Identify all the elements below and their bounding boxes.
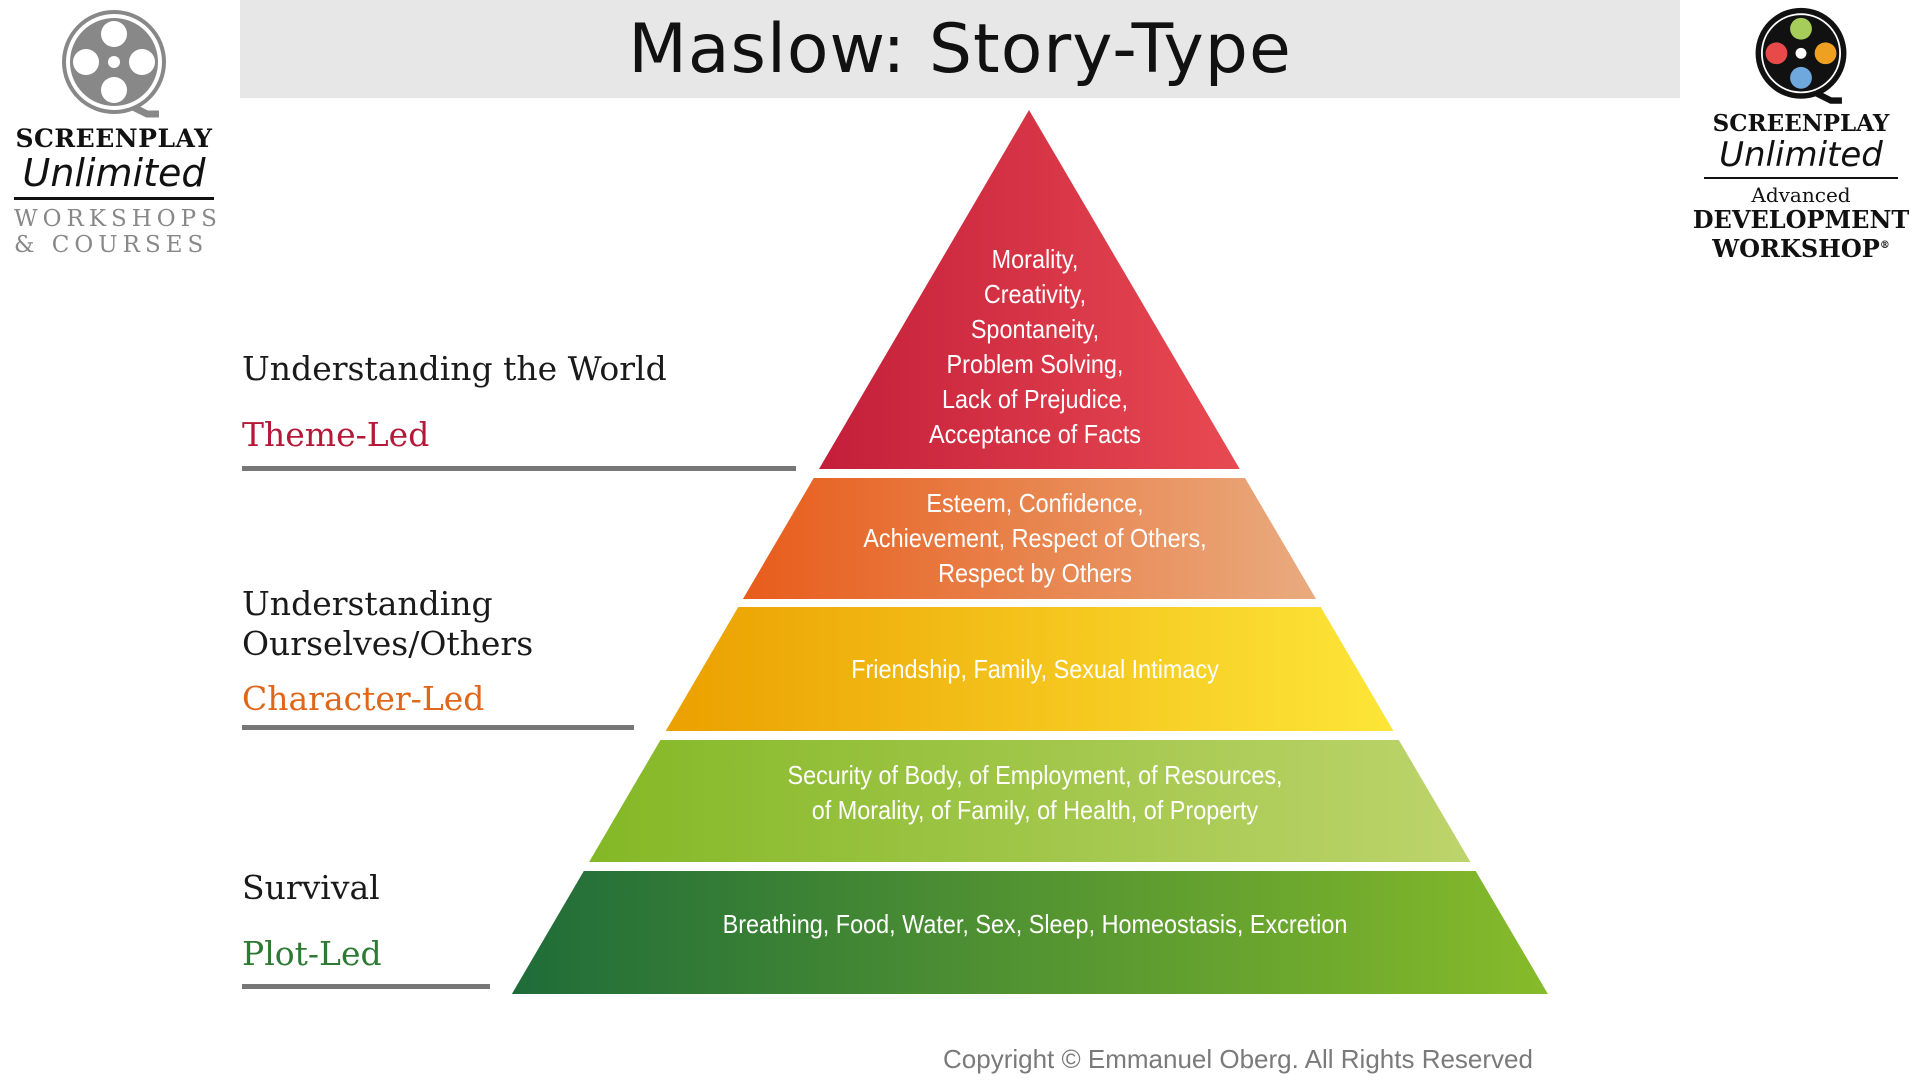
- pyramid-text-self-actualization: Problem Solving,: [946, 349, 1124, 379]
- logo-text: & COURSES: [14, 232, 209, 258]
- pyramid-text-self-actualization: Spontaneity,: [970, 314, 1100, 344]
- label-theme-led: Theme-Led: [242, 415, 430, 454]
- logo-text: Advanced: [1751, 183, 1851, 207]
- label-understanding-ourselves: Understanding: [242, 584, 493, 623]
- pyramid-text-esteem: Esteem, Confidence,: [926, 488, 1144, 518]
- screenplay-unlimited-logo-left: SCREENPLAY Unlimited WORKSHOPS & COURSES: [14, 10, 222, 258]
- pyramid-tier-safety: [589, 740, 1471, 862]
- pyramid-text-self-actualization: Acceptance of Facts: [928, 419, 1142, 449]
- film-reel-icon: [62, 10, 166, 118]
- logo-text: WORKSHOP: [1712, 234, 1880, 263]
- label-understanding-ourselves-2: Ourselves/Others: [242, 624, 534, 663]
- pyramid-text-esteem: Achievement, Respect of Others,: [863, 523, 1207, 553]
- pyramid-text-esteem: Respect by Others: [938, 558, 1132, 588]
- logo-text: SCREENPLAY: [15, 124, 213, 153]
- pyramid-text-self-actualization: Lack of Prejudice,: [941, 384, 1129, 414]
- pyramid-text-self-actualization: Creativity,: [983, 279, 1087, 309]
- label-survival: Survival: [242, 868, 380, 907]
- label-plot-led: Plot-Led: [242, 934, 382, 973]
- logo-text: SCREENPLAY: [1712, 110, 1890, 137]
- divider-theme: [242, 466, 796, 471]
- pyramid-text-physiological: Breathing, Food, Water, Sex, Sleep, Home…: [722, 909, 1348, 939]
- logo-text: DEVELOPMENT: [1692, 205, 1910, 234]
- logo-text: Unlimited: [14, 153, 214, 200]
- pyramid-text-safety: of Morality, of Family, of Health, of Pr…: [811, 795, 1259, 825]
- film-reel-color-icon: [1755, 7, 1847, 104]
- pyramid-text-self-actualization: Morality,: [991, 244, 1079, 274]
- pyramid-tier-esteem: [742, 478, 1317, 599]
- page-title: Maslow: Story-Type: [628, 9, 1292, 89]
- divider-plot: [242, 984, 490, 989]
- label-understanding-world: Understanding the World: [242, 349, 667, 388]
- logo-text: Unlimited: [1704, 137, 1898, 179]
- screenplay-unlimited-logo-right: SCREENPLAY Unlimited Advanced DEVELOPMEN…: [1690, 6, 1912, 262]
- registered-mark: ®: [1879, 240, 1890, 251]
- divider-character: [242, 725, 634, 730]
- pyramid-tier-physiological: [511, 871, 1548, 994]
- label-character-led: Character-Led: [242, 679, 485, 718]
- copyright-notice: Copyright © Emmanuel Oberg. All Rights R…: [943, 1044, 1533, 1074]
- pyramid-tier-self-actualization: [818, 110, 1240, 469]
- pyramid-text-safety: Security of Body, of Employment, of Reso…: [787, 760, 1283, 790]
- pyramid-tier-love-belonging: [665, 607, 1394, 731]
- logo-text: WORKSHOPS: [14, 206, 222, 232]
- pyramid-text-love-belonging: Friendship, Family, Sexual Intimacy: [851, 654, 1219, 684]
- title-bar: Maslow: Story-Type: [240, 0, 1680, 98]
